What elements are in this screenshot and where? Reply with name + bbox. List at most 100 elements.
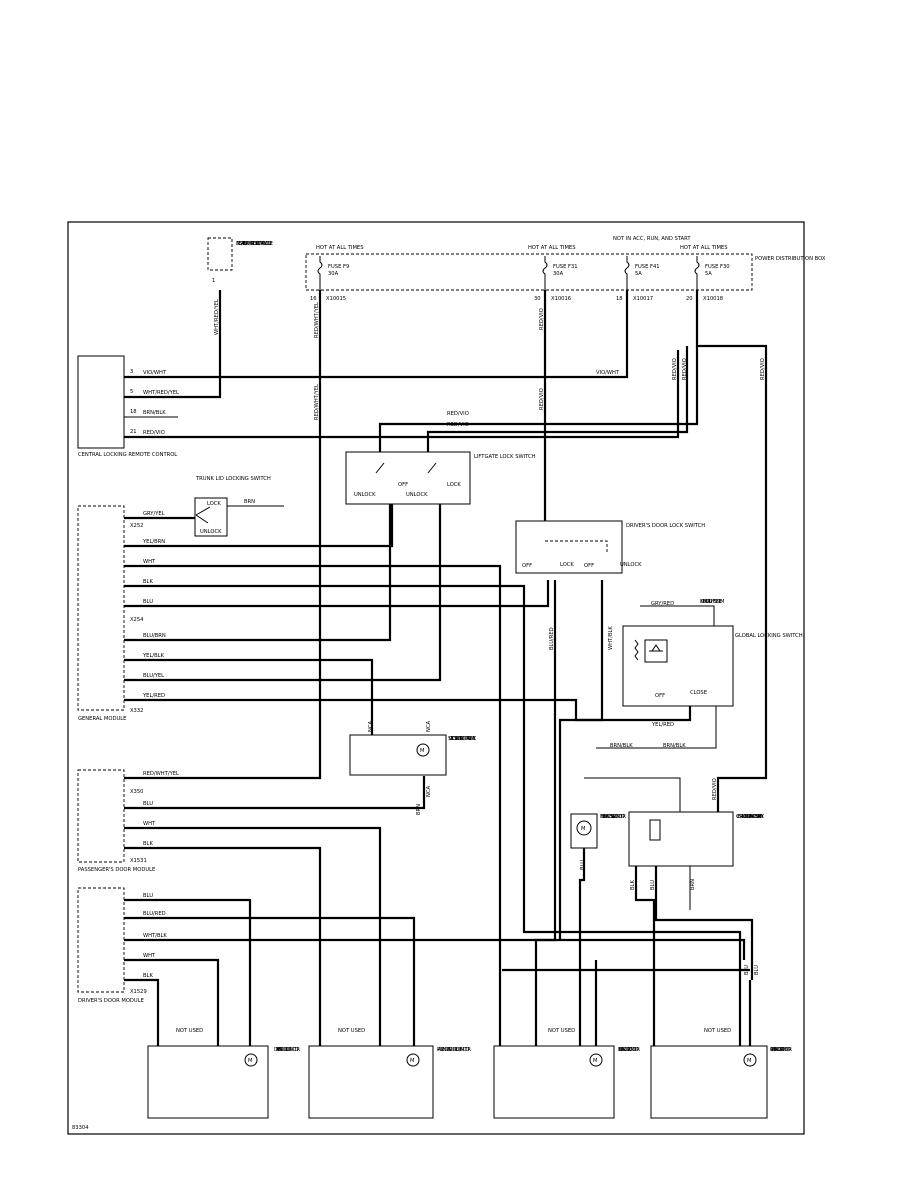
right-rear-door-lock-motor: RIGHT REAR DOOR LOCK MOTOR NOT USED M <box>650 1028 792 1119</box>
svg-text:M: M <box>747 1058 751 1064</box>
svg-text:21: 21 <box>130 429 137 435</box>
svg-text:FUEL TANK ACCESS FLAP LOCK MOT: FUEL TANK ACCESS FLAP LOCK MOTOR <box>600 814 626 820</box>
svg-text:NCA: NCA <box>426 720 432 732</box>
svg-text:RED/VIO: RED/VIO <box>682 358 688 380</box>
remote-control-module: CENTRAL LOCKING REMOTE CONTROL 3 5 18 21 <box>77 355 177 458</box>
svg-text:NOT IN ACC, RUN, AND START: NOT IN ACC, RUN, AND START <box>613 236 691 242</box>
svg-text:CENTRAL LOCKING FUEL TANK ACCE: CENTRAL LOCKING FUEL TANK ACCESS FLAP RE… <box>736 814 765 820</box>
svg-text:LOCK: LOCK <box>560 562 574 568</box>
svg-text:GLOBAL LOCKING SWITCH: GLOBAL LOCKING SWITCH <box>735 633 803 639</box>
svg-text:RED/VIO: RED/VIO <box>760 358 766 380</box>
svg-text:OFF: OFF <box>522 563 532 569</box>
svg-text:X332: X332 <box>130 708 143 714</box>
svg-text:BLK: BLK <box>143 973 153 979</box>
svg-text:RED/VIO: RED/VIO <box>712 778 718 800</box>
svg-text:UNLOCK: UNLOCK <box>620 562 642 568</box>
svg-text:30A: 30A <box>328 271 339 277</box>
svg-text:HOT AT ALL TIMES: HOT AT ALL TIMES <box>528 245 576 251</box>
svg-text:WHT/RED/YEL: WHT/RED/YEL <box>143 390 179 396</box>
drivers-door-module: DRIVER'S DOOR MODULE X1529 <box>77 887 147 1004</box>
svg-text:BRN/BLK: BRN/BLK <box>663 743 686 749</box>
svg-text:RED/VIO: RED/VIO <box>672 358 678 380</box>
svg-text:UNLOCK: UNLOCK <box>200 529 222 535</box>
svg-text:X350: X350 <box>130 789 143 795</box>
svg-text:GENERAL MODULE: GENERAL MODULE <box>78 716 126 722</box>
svg-text:WHT/RED/YEL: WHT/RED/YEL <box>214 299 220 335</box>
svg-text:NOT USED: NOT USED <box>176 1028 203 1034</box>
svg-text:TRUNK LID LOCKING SWITCH: TRUNK LID LOCKING SWITCH <box>195 476 271 482</box>
fuel-flap-lock-motor: M FUEL TANK ACCESS FLAP LOCK MOTOR <box>570 813 626 849</box>
svg-text:LIFTGATE LOCK SWITCH: LIFTGATE LOCK SWITCH <box>474 454 536 460</box>
svg-text:WHT: WHT <box>143 953 156 959</box>
svg-text:RED/VIO: RED/VIO <box>539 308 545 330</box>
svg-text:YEL/BRN: YEL/BRN <box>142 539 165 545</box>
power-distribution-box: HOT AT ALL TIMES HOT AT ALL TIMES NOT IN… <box>305 236 826 302</box>
svg-text:DRIVER'S DOOR LOCK SWITCH: DRIVER'S DOOR LOCK SWITCH <box>626 523 705 529</box>
svg-text:BLU: BLU <box>143 599 153 605</box>
svg-text:X10015: X10015 <box>326 296 346 302</box>
svg-text:UNLOCK: UNLOCK <box>406 492 428 498</box>
svg-text:1: 1 <box>212 278 215 284</box>
fuse-f9: FUSE F9 30A 16 X10015 <box>310 256 349 302</box>
svg-text:POWER DISTRIBUTION BOX: POWER DISTRIBUTION BOX <box>755 256 826 262</box>
drivers-door-lock-switch: DRIVER'S DOOR LOCK SWITCH OFF LOCK OFF U… <box>515 520 705 574</box>
svg-text:X10018: X10018 <box>703 296 723 302</box>
svg-text:M: M <box>593 1058 597 1064</box>
svg-text:LEFT REAR DOOR LOCK MOTOR: LEFT REAR DOOR LOCK MOTOR <box>618 1047 640 1053</box>
svg-text:BRN: BRN <box>416 804 422 815</box>
svg-text:GRY/YEL: GRY/YEL <box>143 511 165 517</box>
svg-text:RED/VIO: RED/VIO <box>143 430 165 436</box>
svg-text:BLU: BLU <box>650 880 656 890</box>
svg-text:RED/WHT/YEL: RED/WHT/YEL <box>314 302 320 338</box>
general-module: GENERAL MODULE X252 X254 X332 <box>77 505 144 722</box>
svg-text:NCA: NCA <box>426 785 432 797</box>
svg-text:X254: X254 <box>130 617 144 623</box>
svg-text:WHT/BLK: WHT/BLK <box>143 933 167 939</box>
fuel-flap-relay: CENTRAL LOCKING FUEL TANK ACCESS FLAP RE… <box>628 811 765 867</box>
svg-text:16: 16 <box>310 296 317 302</box>
soft-close-trunk-motor: SOFT CLOSE TRUNK LID MOTOR ASSEMBLY M NC… <box>349 720 477 815</box>
svg-text:SOFT CLOSE TRUNK LID MOTOR ASS: SOFT CLOSE TRUNK LID MOTOR ASSEMBLY <box>448 736 477 742</box>
svg-text:30: 30 <box>534 296 541 302</box>
svg-text:PASSENGER'S DOOR LOCK MOTOR: PASSENGER'S DOOR LOCK MOTOR <box>437 1047 471 1053</box>
svg-text:BLU/RED: BLU/RED <box>143 911 166 917</box>
svg-text:BLU: BLU <box>580 860 586 870</box>
svg-text:RED/WHT/YEL: RED/WHT/YEL <box>314 384 320 420</box>
svg-text:M: M <box>248 1058 252 1064</box>
svg-text:5A: 5A <box>705 271 712 277</box>
svg-text:M: M <box>581 826 585 832</box>
svg-text:BRN/BLK: BRN/BLK <box>143 410 166 416</box>
svg-text:X1531: X1531 <box>130 858 147 864</box>
svg-text:OFF: OFF <box>655 693 665 699</box>
svg-text:BLU/YEL: BLU/YEL <box>143 673 164 679</box>
svg-text:PASSENGER'S DOOR MODULE: PASSENGER'S DOOR MODULE <box>78 867 155 873</box>
svg-text:M: M <box>420 748 424 754</box>
svg-text:18: 18 <box>616 296 623 302</box>
svg-text:INTEGRATED INSTRUMENT CLUSTER: INTEGRATED INSTRUMENT CLUSTER CONTROL MO… <box>236 241 273 247</box>
instrument-cluster-module: INTEGRATED INSTRUMENT CLUSTER CONTROL MO… <box>207 237 273 335</box>
svg-text:VIO/WHT: VIO/WHT <box>596 370 620 376</box>
svg-text:X1529: X1529 <box>130 989 147 995</box>
passengers-door-module: PASSENGER'S DOOR MODULE X350 X1531 <box>77 769 155 873</box>
svg-text:GRY/RED: GRY/RED <box>651 601 674 607</box>
svg-text:OFF: OFF <box>584 563 594 569</box>
svg-text:NOT USED: NOT USED <box>548 1028 575 1034</box>
svg-text:X252: X252 <box>130 523 143 529</box>
svg-text:HOT AT ALL TIMES: HOT AT ALL TIMES <box>680 245 728 251</box>
svg-text:YEL/RED: YEL/RED <box>651 722 674 728</box>
svg-text:18: 18 <box>130 409 137 415</box>
svg-text:20: 20 <box>686 296 693 302</box>
svg-text:X10016: X10016 <box>551 296 571 302</box>
svg-text:BLU/BRN: BLU/BRN <box>143 633 166 639</box>
svg-text:LOCK: LOCK <box>207 501 221 507</box>
fuse-f30: FUSE F30 5A 20 X10018 <box>686 256 730 302</box>
svg-text:DRIVER'S DOOR MODULE: DRIVER'S DOOR MODULE <box>78 998 144 1004</box>
svg-text:FUSE F41: FUSE F41 <box>635 264 660 270</box>
svg-text:FUSE F9: FUSE F9 <box>328 264 349 270</box>
svg-text:INTERIOR LIGHTS SYSTEM: INTERIOR LIGHTS SYSTEM <box>700 599 725 605</box>
left-rear-door-lock-motor: LEFT REAR DOOR LOCK MOTOR NOT USED M <box>493 1028 640 1119</box>
svg-text:5: 5 <box>130 389 133 395</box>
svg-text:UNLOCK: UNLOCK <box>354 492 376 498</box>
drivers-door-lock-motor: DRIVER'S DOOR LOCK MOTOR NOT USED M <box>147 1028 300 1119</box>
